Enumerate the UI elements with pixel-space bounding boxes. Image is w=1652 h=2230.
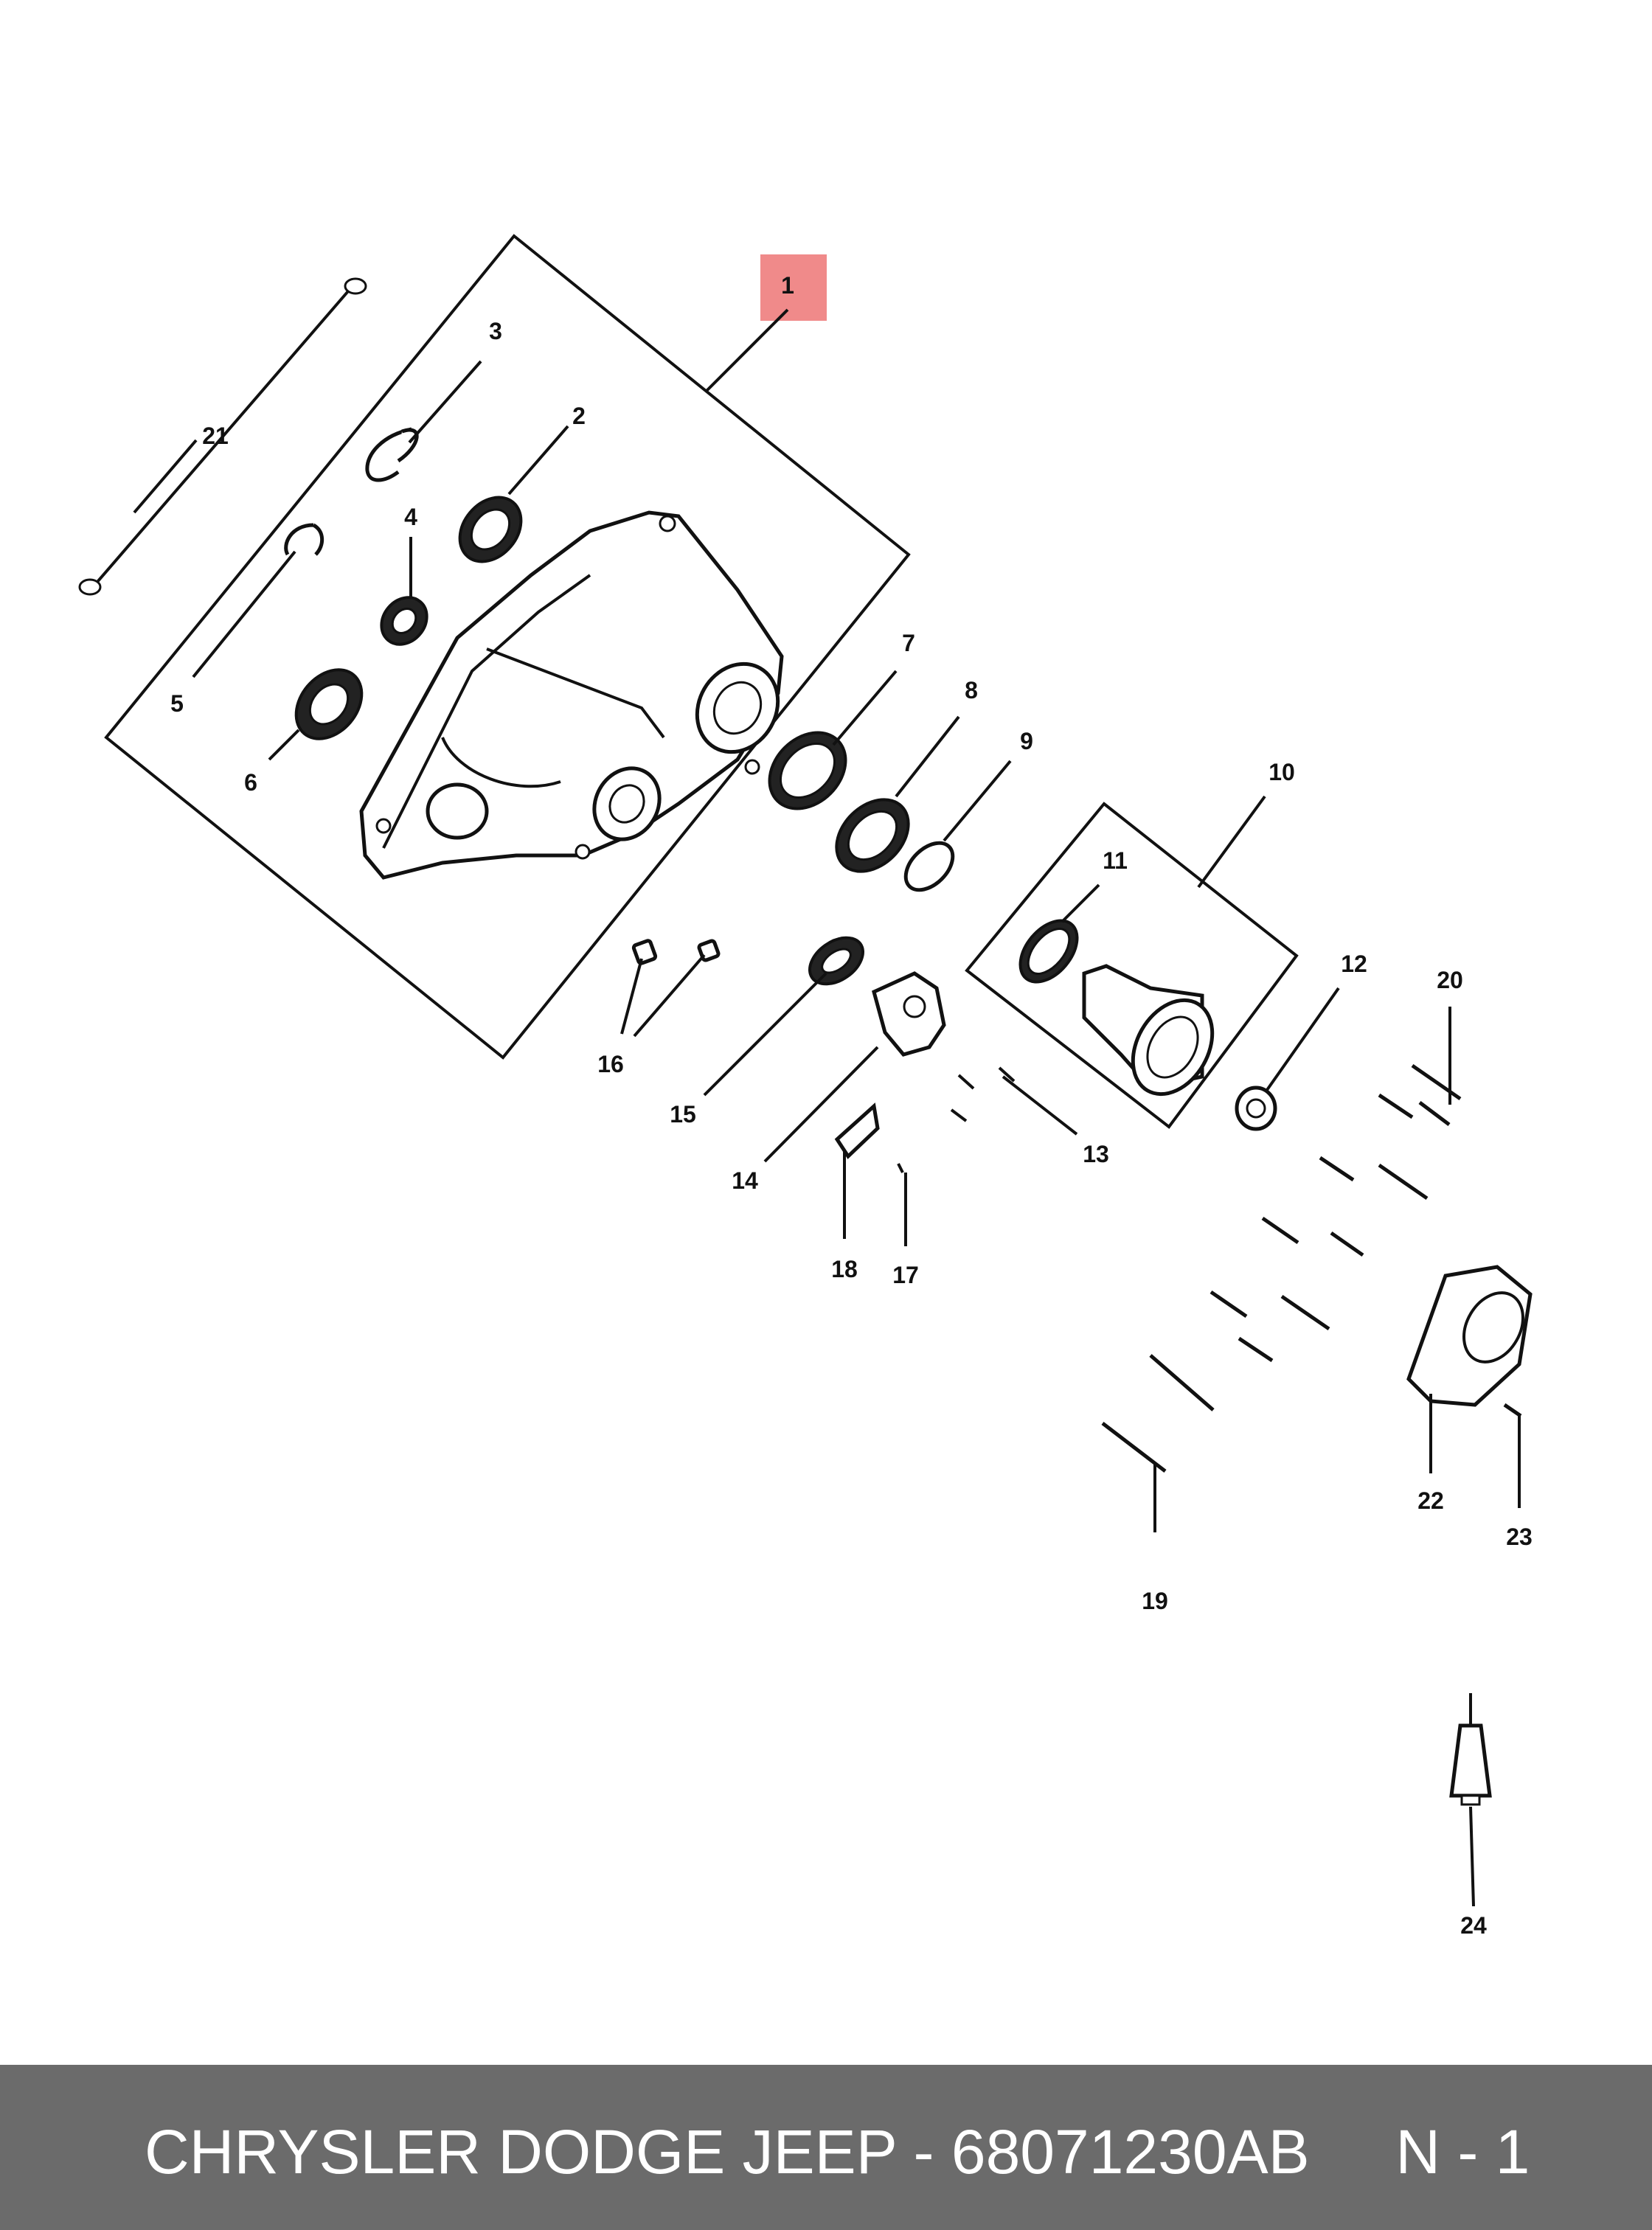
part-9-o-ring bbox=[903, 841, 955, 892]
part-12-nut bbox=[1235, 1086, 1277, 1131]
part-13-screws bbox=[950, 1066, 1016, 1122]
callout-23: 23 bbox=[1506, 1524, 1533, 1550]
part-8-seal bbox=[835, 798, 910, 873]
callout-17: 17 bbox=[892, 1262, 919, 1288]
callout-20: 20 bbox=[1437, 967, 1463, 993]
part-3-snap-ring bbox=[365, 427, 412, 482]
part-21-pin bbox=[78, 277, 367, 596]
callout-18: 18 bbox=[831, 1256, 858, 1282]
leader-lines bbox=[133, 308, 1521, 1907]
part-10-assembly bbox=[1082, 964, 1215, 1097]
part-17-clip bbox=[897, 1163, 904, 1173]
callout-7: 7 bbox=[902, 630, 915, 656]
callout-24: 24 bbox=[1460, 1912, 1487, 1939]
callout-14: 14 bbox=[732, 1167, 758, 1194]
part-23-bolt bbox=[1503, 1403, 1522, 1418]
part-18-gasket bbox=[834, 1102, 880, 1159]
part-22-cover bbox=[1406, 1265, 1533, 1407]
part-16-bushings bbox=[631, 939, 721, 965]
part-6-bearing bbox=[294, 668, 364, 740]
callout-13: 13 bbox=[1083, 1141, 1109, 1167]
bolts-group bbox=[1101, 1063, 1462, 1473]
housing-group-frame bbox=[104, 234, 911, 1060]
callout-12: 12 bbox=[1341, 951, 1367, 977]
callout-1-highlight bbox=[760, 254, 827, 321]
callout-15: 15 bbox=[670, 1101, 696, 1128]
part-2-bearing bbox=[458, 496, 523, 563]
parts-diagram: 1 2 3 4 5 6 7 8 9 10 11 12 13 14 15 16 1… bbox=[78, 234, 1533, 1939]
callout-8: 8 bbox=[965, 677, 978, 704]
callout-3: 3 bbox=[489, 318, 502, 344]
callout-9: 9 bbox=[1020, 728, 1033, 754]
part-11-ring bbox=[1018, 919, 1079, 984]
callout-16: 16 bbox=[597, 1051, 624, 1077]
callout-1: 1 bbox=[781, 272, 794, 299]
part-5-clip bbox=[284, 523, 324, 556]
callout-2: 2 bbox=[572, 403, 586, 429]
part-15-seal bbox=[808, 936, 865, 986]
part-24-sealant-tube bbox=[1449, 1693, 1492, 1806]
assembly-group-frame bbox=[965, 802, 1299, 1129]
callout-5: 5 bbox=[170, 690, 184, 717]
part-1-housing bbox=[359, 510, 784, 880]
part-4-seal bbox=[380, 596, 428, 646]
part-7-seal bbox=[768, 731, 847, 810]
callout-22: 22 bbox=[1417, 1487, 1444, 1514]
footer-bar bbox=[0, 2065, 1652, 2230]
footer-part-number: CHRYSLER DODGE JEEP - 68071230AB N - 1 bbox=[145, 2117, 1530, 2186]
callout-10: 10 bbox=[1268, 759, 1295, 785]
callout-19: 19 bbox=[1142, 1588, 1168, 1614]
callout-4: 4 bbox=[404, 504, 417, 530]
callout-6: 6 bbox=[244, 769, 257, 796]
callout-11: 11 bbox=[1103, 847, 1128, 874]
part-14-actuator bbox=[872, 971, 946, 1057]
callout-21: 21 bbox=[202, 423, 229, 449]
callout-labels: 1 2 3 4 5 6 7 8 9 10 11 12 13 14 15 16 1… bbox=[170, 272, 1533, 1939]
